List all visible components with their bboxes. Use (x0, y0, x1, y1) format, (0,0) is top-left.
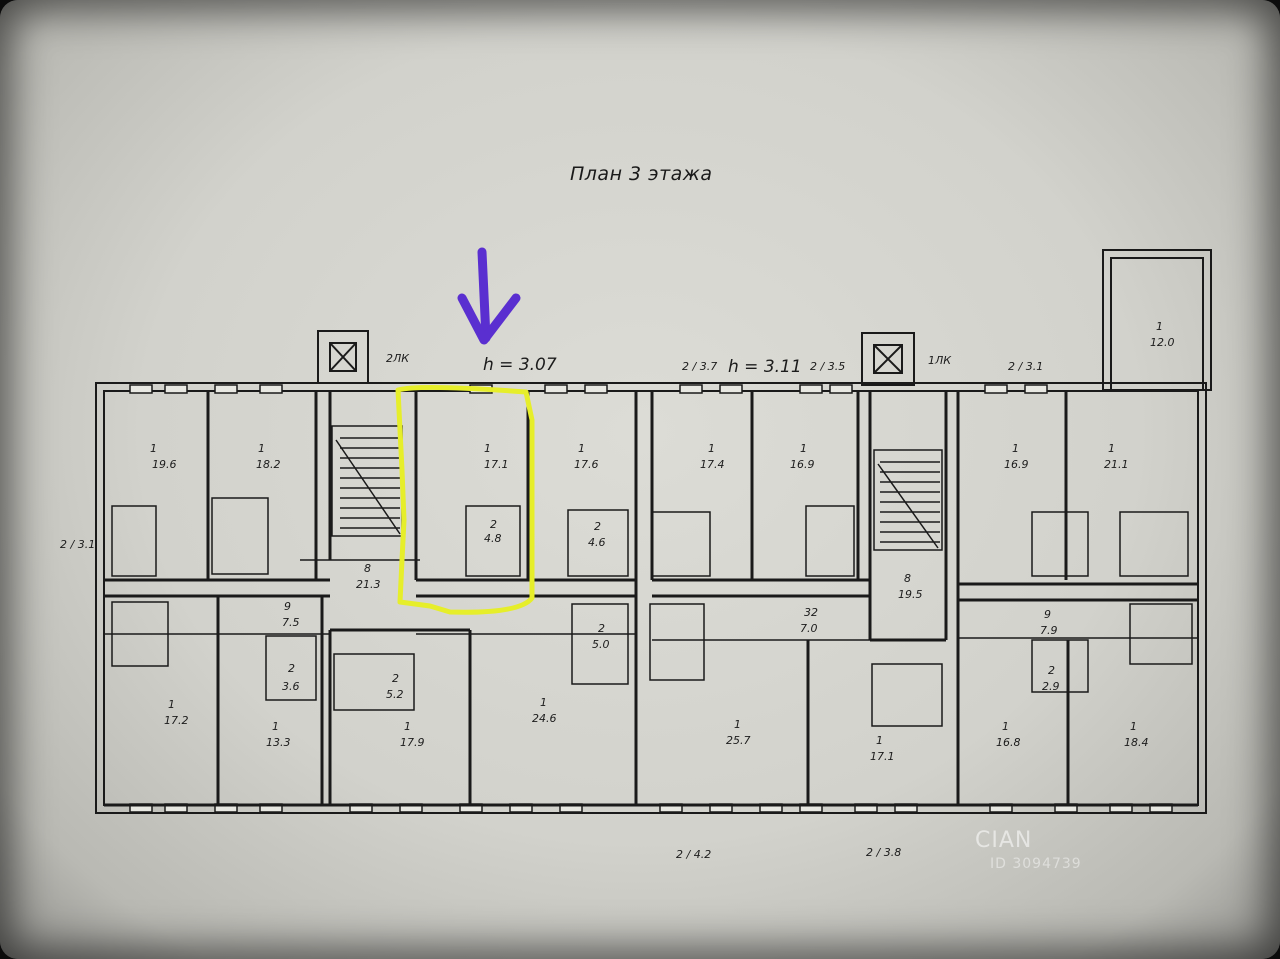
room-num: 1 (1002, 720, 1009, 733)
room-area: 17.1 (484, 458, 509, 471)
room-num: 1 (272, 720, 279, 733)
room-num: 1 (258, 442, 265, 455)
bottom-dim-b: 2 / 3.8 (866, 846, 901, 859)
room-num: 1 (168, 698, 175, 711)
room-num: 1 (484, 442, 491, 455)
room-num: 2 (594, 520, 601, 533)
room-num: 8 (364, 562, 371, 575)
room-area: 21.1 (1104, 458, 1129, 471)
room-num: 32 (804, 606, 818, 619)
room-area: 5.2 (386, 688, 404, 701)
room-num: 1 (150, 442, 157, 455)
room-area: 17.1 (870, 750, 895, 763)
room-num: 2 (598, 622, 605, 635)
room-area: 3.6 (282, 680, 300, 693)
room-area: 2.9 (1042, 680, 1060, 693)
height-right: h = 3.11 (728, 357, 802, 377)
room-num: 1 (708, 442, 715, 455)
room-area: 7.9 (1040, 624, 1058, 637)
room-area: 12.0 (1150, 336, 1175, 349)
room-num: 1 (876, 734, 883, 747)
room-area: 16.9 (1004, 458, 1029, 471)
room-num: 1 (1156, 320, 1163, 333)
room-num: 2 (392, 672, 399, 685)
room-area: 13.3 (266, 736, 291, 749)
room-area: 19.6 (152, 458, 177, 471)
elevator-right (861, 332, 915, 386)
arrow-icon (457, 247, 521, 345)
room-area: 7.5 (282, 616, 300, 629)
room-num: 2 (490, 518, 497, 531)
room-area: 16.8 (996, 736, 1021, 749)
room-num: 2 (1048, 664, 1055, 677)
room-area: 17.4 (700, 458, 725, 471)
room-area: 24.6 (532, 712, 557, 725)
stair-right-label: 1ЛК (928, 354, 952, 367)
room-num: 1 (1108, 442, 1115, 455)
watermark-id: ID 3094739 (990, 856, 1082, 872)
top-dim-c: 2 / 3.1 (1008, 360, 1043, 373)
bottom-dim-a: 2 / 4.2 (676, 848, 711, 861)
room-num: 2 (288, 662, 295, 675)
stair-left-label: 2ЛК (386, 352, 410, 365)
room-area: 4.8 (484, 532, 502, 545)
outer-wall (95, 382, 1207, 814)
room-area: 17.2 (164, 714, 189, 727)
room-area: 25.7 (726, 734, 751, 747)
room-area: 21.3 (356, 578, 381, 591)
top-dim-b: 2 / 3.5 (810, 360, 845, 373)
room-num: 1 (404, 720, 411, 733)
top-dim-a: 2 / 3.7 (682, 360, 717, 373)
room-num: 1 (1130, 720, 1137, 733)
room-area: 17.9 (400, 736, 425, 749)
room-area: 18.2 (256, 458, 281, 471)
room-area: 4.6 (588, 536, 606, 549)
room-area: 7.0 (800, 622, 818, 635)
room-num: 1 (734, 718, 741, 731)
room-num: 9 (1044, 608, 1051, 621)
side-dim: 2 / 3.1 (60, 538, 95, 551)
plan-title: План 3 этажа (570, 163, 713, 185)
room-num: 1 (800, 442, 807, 455)
room-area: 5.0 (592, 638, 610, 651)
room-area: 16.9 (790, 458, 815, 471)
room-num: 8 (904, 572, 911, 585)
room-area: 17.6 (574, 458, 599, 471)
height-left: h = 3.07 (483, 355, 557, 375)
room-num: 1 (578, 442, 585, 455)
room-num: 9 (284, 600, 291, 613)
elevator-left (317, 330, 369, 384)
room-area: 18.4 (1124, 736, 1149, 749)
watermark-logo: CIAN (975, 828, 1033, 853)
highlight-outline (395, 384, 535, 615)
room-num: 1 (540, 696, 547, 709)
room-num: 1 (1012, 442, 1019, 455)
room-area: 19.5 (898, 588, 923, 601)
